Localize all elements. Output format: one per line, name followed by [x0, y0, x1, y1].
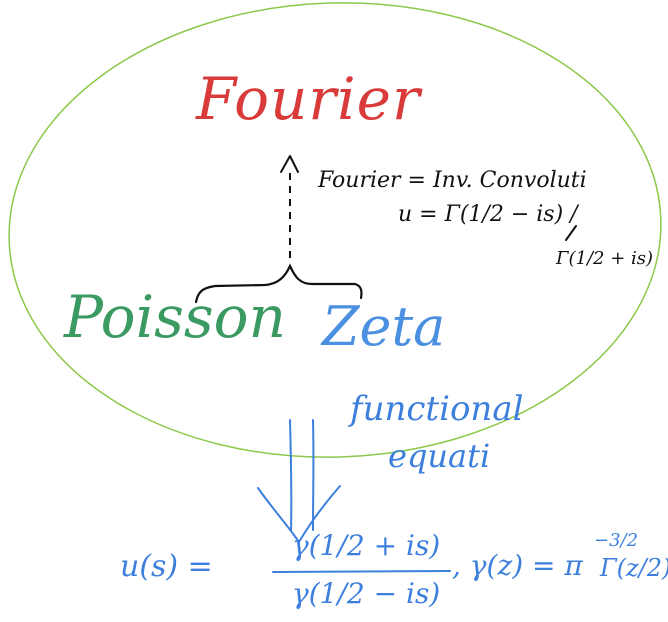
bottom-tail: Γ(z/2)	[600, 554, 668, 582]
label-zeta: Zeta	[322, 295, 446, 358]
bottom-lhs: u(s) =	[120, 549, 213, 584]
bottom-numerator: γ(1/2 + is)	[292, 529, 441, 562]
implies-arrow-head-icon	[257, 485, 341, 543]
bottom-rhs: , γ(z) = π	[452, 549, 583, 582]
implies-arrow-left	[289, 419, 293, 531]
identity-line-2: u = Γ(1/2 − is) /	[398, 202, 578, 227]
functional-line-1: functional	[350, 389, 524, 429]
ellipse-outline	[8, 2, 662, 458]
label-fourier: Fourier	[196, 65, 421, 133]
identity-line-1: Fourier = Inv. Convoluti	[318, 168, 587, 193]
identity-line-3: Γ(1/2 + is)	[556, 248, 654, 269]
label-poisson: Poisson	[64, 283, 286, 351]
bottom-exponent: −3/2	[594, 530, 639, 551]
bottom-fraction-bar	[272, 570, 451, 573]
bottom-denominator: γ(1/2 − is)	[292, 577, 441, 610]
brace-joining	[194, 263, 363, 304]
arrow-head-icon	[280, 155, 299, 173]
functional-line-2: equati	[388, 437, 491, 475]
identity-slash	[565, 225, 577, 241]
